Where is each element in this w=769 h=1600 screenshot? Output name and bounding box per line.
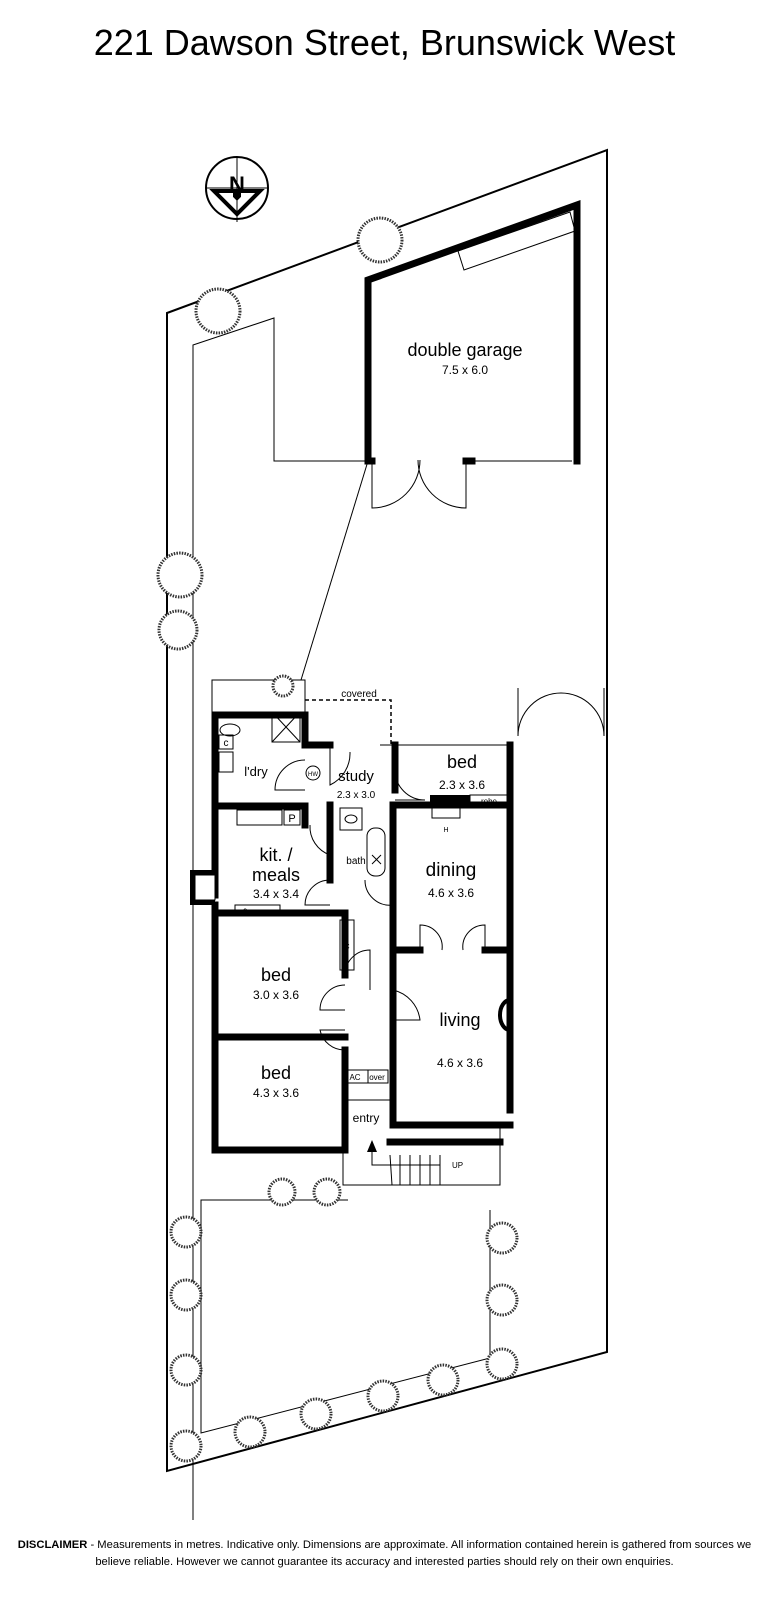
tree-icon — [194, 287, 242, 335]
bed-front-size: 4.3 x 3.6 — [253, 1086, 299, 1100]
laundry-cupboard-label: c — [224, 738, 229, 749]
bath-label: bath — [346, 856, 365, 867]
compass-label: N — [229, 172, 245, 197]
heater-label: H — [443, 827, 448, 834]
tree-icon — [299, 1397, 333, 1431]
study-size: 2.3 x 3.0 — [337, 790, 376, 801]
tree-icon — [485, 1283, 519, 1317]
tree-icon — [169, 1278, 203, 1312]
tree-icon — [312, 1177, 342, 1207]
disclaimer: DISCLAIMER - Measurements in metres. Ind… — [0, 1537, 769, 1571]
disclaimer-label: DISCLAIMER — [17, 1539, 88, 1551]
covered-label: covered — [341, 689, 377, 700]
fixtures: c HW P c c robe H AC over — [218, 711, 511, 1084]
bed-rear-size: 2.3 x 3.6 — [439, 778, 485, 792]
disclaimer-text: - Measurements in metres. Indicative onl… — [87, 1539, 752, 1568]
double-garage: double garage 7.5 x 6.0 — [364, 200, 581, 509]
hot-water-label: HW — [308, 772, 318, 778]
up-label: UP — [452, 1161, 463, 1170]
tree-icon — [366, 1379, 400, 1413]
dining-name: dining — [426, 860, 477, 881]
tree-icon — [156, 551, 204, 599]
entry-label: entry — [353, 1111, 380, 1125]
ac-label: AC — [349, 1073, 360, 1082]
study-name: study — [338, 768, 374, 785]
bed-front-name: bed — [261, 1063, 291, 1083]
kitchen-cupboard-label: c — [243, 906, 247, 915]
garage-name: double garage — [407, 340, 522, 360]
bed-rear-name: bed — [447, 752, 477, 772]
hall-cupboard-label: c — [345, 941, 350, 952]
tree-icon — [157, 609, 199, 651]
laundry-label: l'dry — [244, 764, 268, 779]
tree-icon — [169, 1429, 203, 1463]
over-label: over — [369, 1073, 385, 1082]
tree-icon — [233, 1415, 267, 1449]
tree-icon — [485, 1221, 519, 1255]
robe-label: robe — [481, 797, 498, 806]
house-walls — [190, 679, 514, 1154]
page-title: 221 Dawson Street, Brunswick West — [93, 22, 676, 63]
tree-icon — [485, 1347, 519, 1381]
living-size: 4.6 x 3.6 — [437, 1056, 483, 1070]
tree-icon — [169, 1353, 203, 1387]
path — [192, 317, 368, 1520]
tree-icon — [356, 216, 404, 264]
tree-icon — [169, 1215, 203, 1249]
tree-icon — [267, 1177, 297, 1207]
tree-icons — [156, 216, 519, 1463]
pantry-label: P — [288, 813, 295, 825]
garage-size: 7.5 x 6.0 — [442, 363, 488, 377]
bed-mid-size: 3.0 x 3.6 — [253, 988, 299, 1002]
front-fence — [200, 1199, 491, 1434]
side-gate — [517, 688, 605, 737]
room-labels: covered l'dry study 2.3 x 3.0 bed 2.3 x … — [244, 689, 485, 1125]
dining-size: 4.6 x 3.6 — [428, 886, 474, 900]
kitchen-label-2: meals — [252, 865, 300, 885]
bed-mid-name: bed — [261, 965, 291, 985]
tree-icon — [271, 674, 295, 698]
doors — [274, 745, 486, 1051]
kitchen-size: 3.4 x 3.4 — [253, 887, 299, 901]
north-compass-icon: N — [205, 156, 269, 222]
kitchen-label-1: kit. / — [259, 845, 292, 865]
tree-icon — [426, 1363, 460, 1397]
living-name: living — [439, 1010, 480, 1030]
porch-steps: UP — [342, 1125, 504, 1186]
property-boundary — [166, 148, 608, 1473]
covered-area — [305, 699, 392, 745]
